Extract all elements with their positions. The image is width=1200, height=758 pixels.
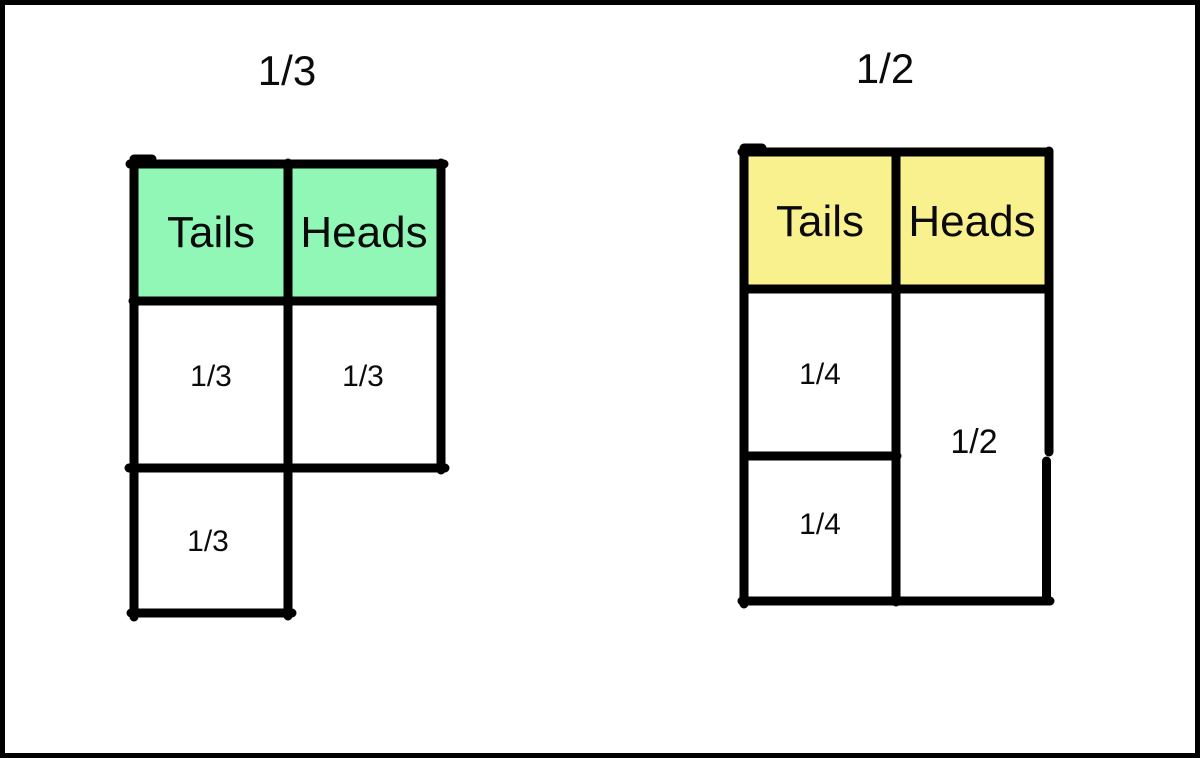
right-tails-header-cell [744, 152, 896, 289]
left-diagram-title: 1/3 [258, 47, 316, 94]
left-cell-tails-third-bottom: 1/3 [187, 525, 229, 558]
left-cell-tails-third: 1/3 [190, 360, 232, 393]
right-grid-lines [737, 143, 1055, 609]
right-cell-tails-quarter-bottom: 1/4 [799, 508, 841, 541]
right-diagram-title: 1/2 [856, 45, 914, 92]
left-cell-heads-third: 1/3 [342, 360, 384, 393]
right-cell-tails-quarter-top: 1/4 [799, 358, 841, 391]
left-diagram: 1/3 Tails Heads 1/3 1/3 1/3 [124, 47, 450, 622]
right-tails-label: Tails [776, 197, 864, 246]
left-tails-header-cell [134, 164, 288, 301]
right-cell-heads-half: 1/2 [950, 423, 997, 461]
right-heads-header-cell [896, 152, 1049, 289]
left-heads-label: Heads [300, 208, 427, 257]
left-tails-label: Tails [167, 208, 255, 257]
left-grid-lines [124, 154, 450, 622]
right-heads-label: Heads [908, 197, 1035, 246]
right-diagram: 1/2 Tails Heads 1/4 1/4 1/2 [737, 45, 1055, 609]
left-heads-header-cell [288, 164, 441, 301]
